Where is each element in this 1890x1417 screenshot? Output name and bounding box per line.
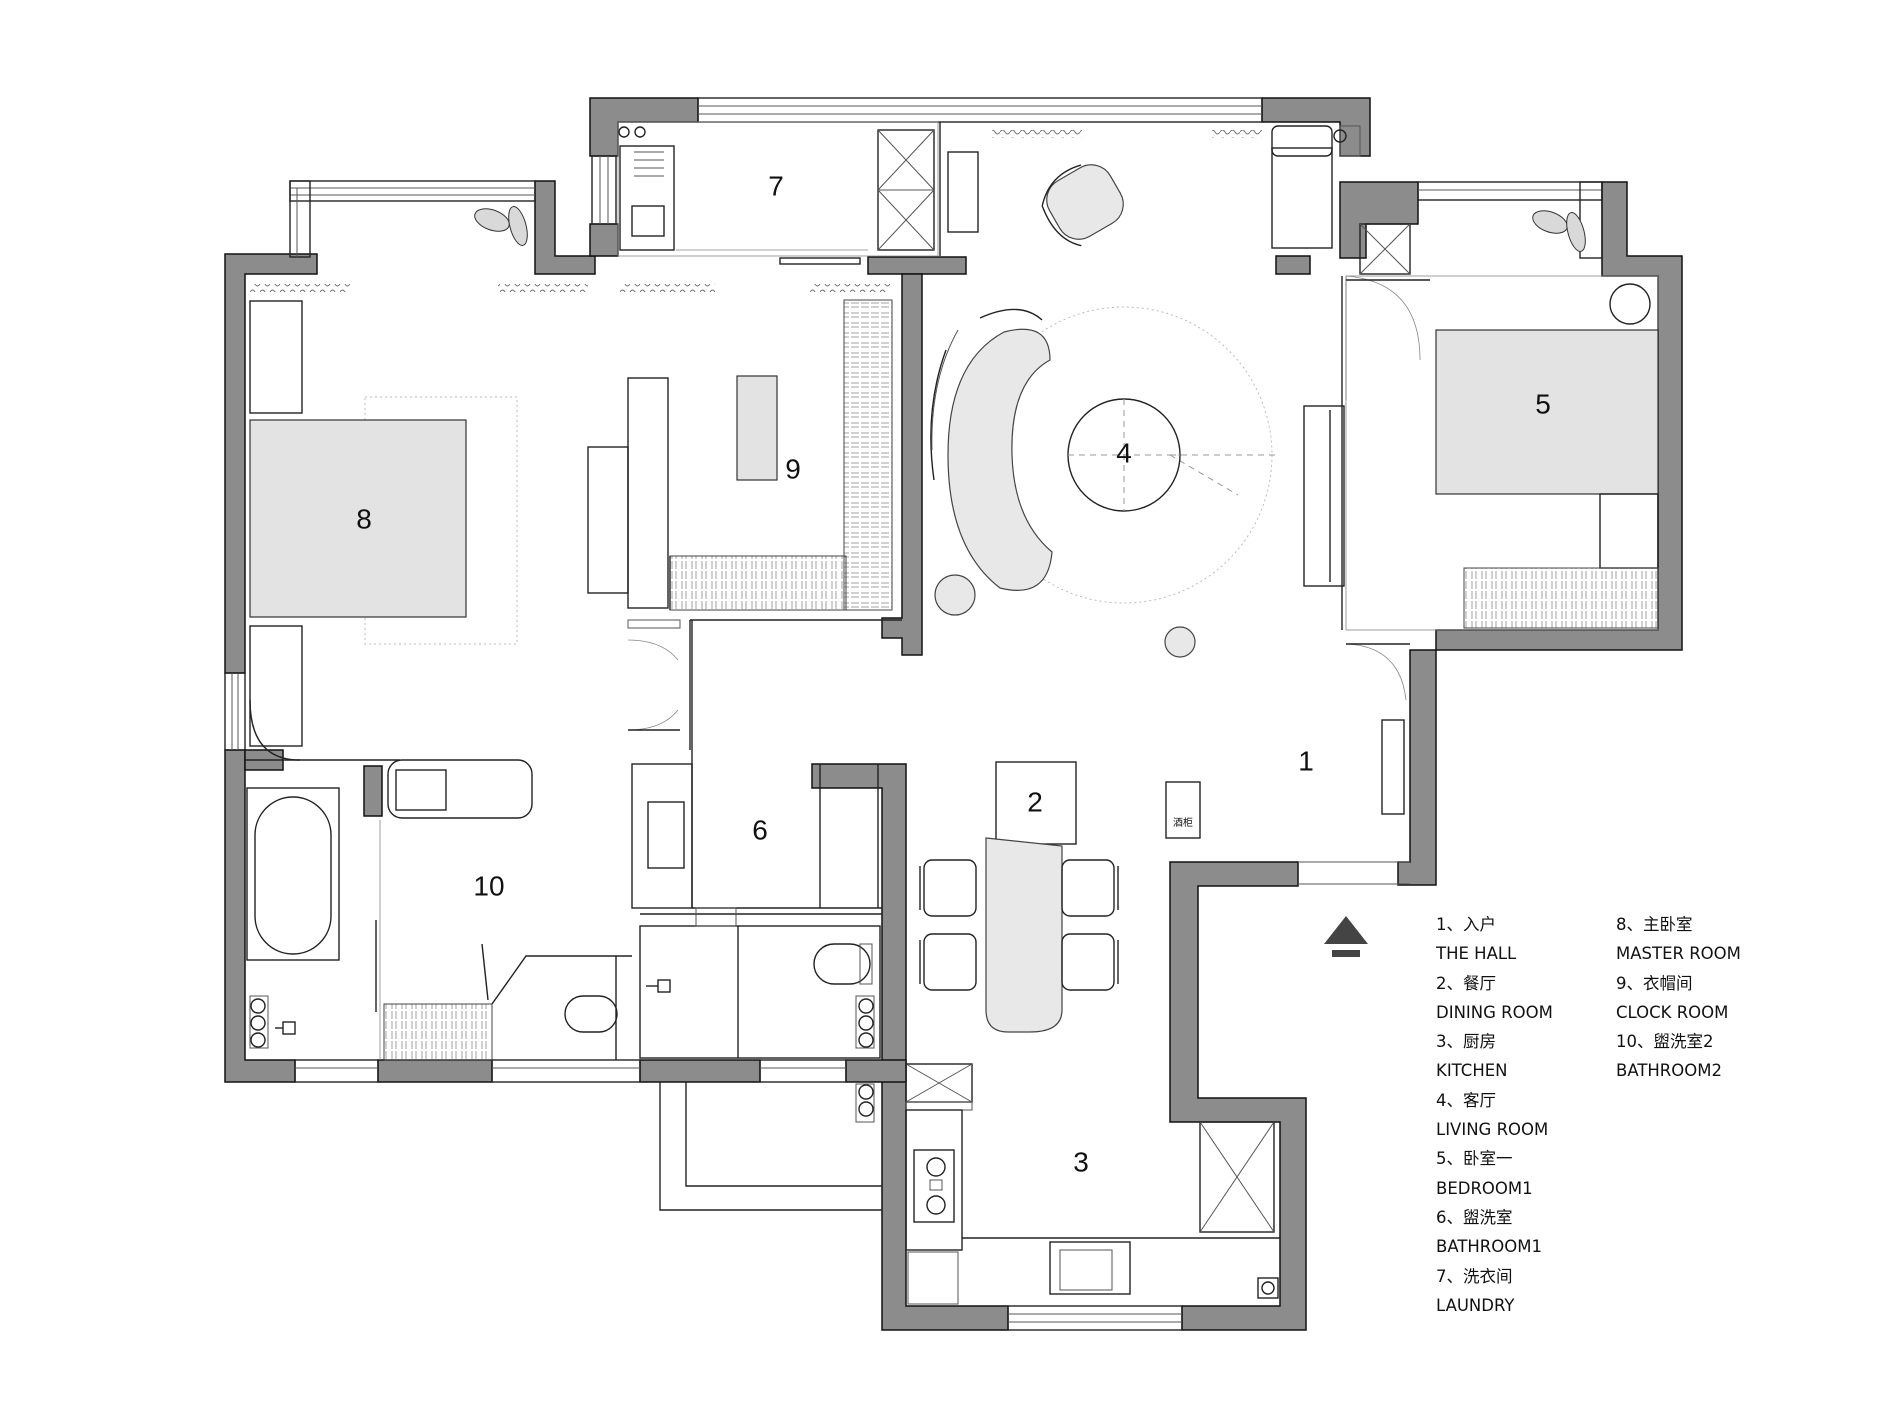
legend-column-1: 1、入户 THE HALL 2、餐厅 DINING ROOM 3、厨房 KITC…: [1436, 910, 1553, 1320]
dining-room: [919, 761, 1119, 1033]
walls: [224, 97, 1683, 1331]
room-label-1: 1: [1298, 745, 1314, 776]
room-label-2: 2: [1027, 786, 1043, 817]
legend-item: 5、卧室一: [1436, 1149, 1513, 1169]
room-label-4: 4: [1116, 437, 1132, 468]
legend-item: 2、餐厅: [1436, 973, 1496, 993]
legend-column-2: 8、主卧室 MASTER ROOM 9、衣帽间 CLOCK ROOM 10、盥洗…: [1616, 910, 1741, 1086]
room-label-6: 6: [752, 814, 768, 845]
legend-item: 6、盥洗室: [1436, 1207, 1513, 1227]
legend-item: 9、衣帽间: [1616, 973, 1693, 993]
legend-item: THE HALL: [1436, 944, 1517, 964]
legend-item: LIVING ROOM: [1436, 1120, 1549, 1140]
room-label-9: 9: [785, 453, 801, 484]
legend-item: BATHROOM1: [1436, 1237, 1542, 1257]
legend-item: MASTER ROOM: [1616, 944, 1741, 964]
room-label-7: 7: [768, 170, 784, 201]
bedroom-1: [1345, 275, 1659, 631]
curtains: [250, 130, 1262, 292]
legend-item: 7、洗衣间: [1436, 1266, 1513, 1286]
master-bedroom: [245, 300, 681, 761]
legend-item: BATHROOM2: [1616, 1061, 1722, 1081]
legend-item: 10、盥洗室2: [1616, 1032, 1714, 1052]
wine-cabinet-label: 酒柜: [1173, 816, 1193, 829]
laundry-room: [617, 121, 941, 265]
room-label-3: 3: [1073, 1146, 1089, 1177]
legend-item: KITCHEN: [1436, 1061, 1508, 1081]
legend-item: DINING ROOM: [1436, 1002, 1553, 1022]
legend-item: 1、入户: [1436, 915, 1496, 934]
living-room: [930, 125, 1421, 658]
room-label-5: 5: [1535, 388, 1551, 419]
kitchen: [659, 1060, 1280, 1305]
room-label-10: 10: [473, 870, 504, 901]
windows: [224, 97, 1603, 1331]
legend-item: CLOCK ROOM: [1616, 1002, 1729, 1022]
legend-item: 3、厨房: [1436, 1032, 1496, 1052]
legend-item: 8、主卧室: [1616, 915, 1693, 934]
room-label-8: 8: [356, 503, 372, 534]
bathroom-2: [246, 759, 632, 1061]
legend-item: LAUNDRY: [1436, 1295, 1515, 1315]
clock-room: [669, 299, 902, 750]
plant-icon-2: [1532, 210, 1586, 252]
bathroom-1: [631, 620, 882, 1059]
legend-item: BEDROOM1: [1436, 1178, 1533, 1198]
plant-icon: [474, 206, 528, 246]
entrance-hall: [1165, 643, 1410, 957]
legend-item: 4、客厅: [1436, 1090, 1496, 1110]
